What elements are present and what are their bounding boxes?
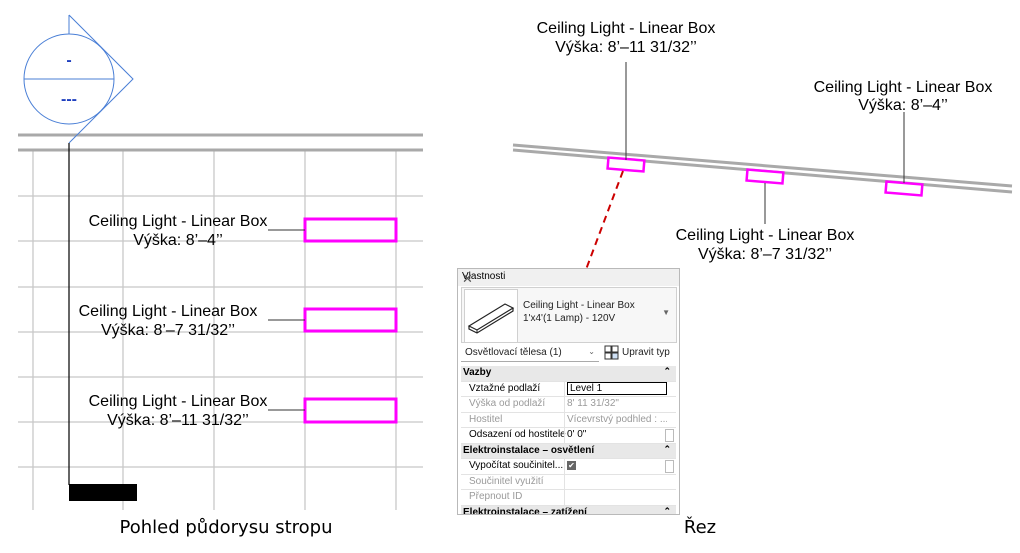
- section-tag[interactable]: Ceiling Light - Linear Box Výška: 8’–4’’: [814, 79, 993, 114]
- category-filter[interactable]: Osvětlovací tělesa (1) ⌄: [461, 344, 599, 362]
- svg-text:Ceiling Light - Linear Box: Ceiling Light - Linear Box: [814, 79, 993, 96]
- collapse-icon: ⌃: [663, 505, 671, 515]
- close-icon[interactable]: ✕: [462, 271, 473, 286]
- light-fixture: [303, 217, 398, 243]
- plan-view: - --- Ceiling Light - Linear Box Výška: …: [18, 14, 423, 510]
- marker-top-text: -: [66, 52, 71, 69]
- light-fixture: [884, 180, 924, 197]
- group-electrical-loads[interactable]: Elektroinstalace – zatížení⌃: [461, 505, 676, 515]
- property-row: Přepnout ID: [461, 490, 676, 506]
- panel-title: Vlastnosti: [462, 271, 506, 282]
- type-detail: 1'x4'(1 Lamp) - 120V: [523, 313, 616, 324]
- section-caption: Řez: [683, 517, 717, 538]
- svg-text:Ceiling Light - Linear Box: Ceiling Light - Linear Box: [676, 227, 855, 244]
- svg-text:Ceiling Light - Linear Box: Ceiling Light - Linear Box: [537, 20, 716, 37]
- collapse-icon: ⌃: [663, 366, 671, 376]
- svg-text:Výška: 8’–4’’: Výška: 8’–4’’: [133, 232, 223, 249]
- category-label: Osvětlovací tělesa (1): [465, 347, 562, 358]
- property-row: Součinitel využití: [461, 474, 676, 490]
- svg-text:Výška: 8’–7 31/32’’: Výška: 8’–7 31/32’’: [698, 246, 832, 263]
- svg-text:Výška: 8’–4’’: Výška: 8’–4’’: [858, 97, 948, 114]
- plan-caption: Pohled půdorysu stropu: [119, 517, 333, 538]
- plan-tag[interactable]: Ceiling Light - Linear Box Výška: 8’–11 …: [89, 393, 268, 429]
- scrollbar[interactable]: [665, 460, 674, 473]
- checkbox[interactable]: ✔: [567, 461, 576, 470]
- light-fixture: [303, 307, 398, 333]
- section-end-marker: [69, 484, 137, 501]
- plan-fixtures: [303, 217, 398, 424]
- group-constraints[interactable]: Vazby⌃: [461, 366, 676, 382]
- section-marker[interactable]: - ---: [23, 14, 134, 144]
- wall-lines: [18, 133, 423, 152]
- plan-tag[interactable]: Ceiling Light - Linear Box Výška: 8’–4’’: [89, 213, 268, 249]
- light-fixture: [745, 168, 785, 185]
- section-tag[interactable]: Ceiling Light - Linear Box Výška: 8’–7 3…: [676, 227, 855, 263]
- svg-text:Ceiling Light - Linear Box: Ceiling Light - Linear Box: [79, 303, 258, 320]
- section-view: Ceiling Light - Linear Box Výška: 8’–11 …: [512, 20, 1013, 393]
- edit-type-button[interactable]: Upravit typ: [604, 345, 670, 361]
- svg-text:Ceiling Light - Linear Box: Ceiling Light - Linear Box: [89, 393, 268, 410]
- edit-type-icon: [604, 345, 619, 360]
- level-input[interactable]: Level 1: [567, 381, 667, 395]
- scrollbar[interactable]: [665, 429, 674, 442]
- type-name: Ceiling Light - Linear Box: [523, 300, 635, 311]
- tag-leaders: [268, 229, 305, 411]
- dropdown-arrow-icon[interactable]: ▼: [662, 308, 670, 317]
- panel-title-bar: Vlastnosti ✕: [458, 269, 679, 286]
- plan-tag[interactable]: Ceiling Light - Linear Box Výška: 8’–7 3…: [79, 303, 258, 339]
- collapse-icon: ⌃: [663, 443, 671, 454]
- light-fixture: [303, 397, 398, 424]
- section-tag[interactable]: Ceiling Light - Linear Box Výška: 8’–11 …: [537, 20, 716, 56]
- marker-bottom-text: ---: [61, 91, 77, 108]
- fixture-preview-icon: [464, 289, 518, 343]
- section-fixtures: [606, 156, 924, 197]
- chevron-down-icon: ⌄: [588, 347, 595, 356]
- svg-text:Výška: 8’–11 31/32’’: Výška: 8’–11 31/32’’: [555, 39, 697, 56]
- property-row: Vypočítat součinitel...✔: [461, 459, 676, 475]
- properties-panel: Vlastnosti ✕ Ceiling Light - Linear Box …: [457, 268, 680, 515]
- sloped-ceiling: [512, 143, 1013, 194]
- svg-text:Ceiling Light - Linear Box: Ceiling Light - Linear Box: [89, 213, 268, 230]
- svg-text:Výška: 8’–11 31/32’’: Výška: 8’–11 31/32’’: [107, 412, 249, 429]
- type-selector[interactable]: Ceiling Light - Linear Box 1'x4'(1 Lamp)…: [461, 287, 677, 343]
- svg-text:Výška: 8’–7 31/32’’: Výška: 8’–7 31/32’’: [101, 322, 235, 339]
- group-electrical-lighting[interactable]: Elektroinstalace – osvětlení⌃: [461, 443, 676, 459]
